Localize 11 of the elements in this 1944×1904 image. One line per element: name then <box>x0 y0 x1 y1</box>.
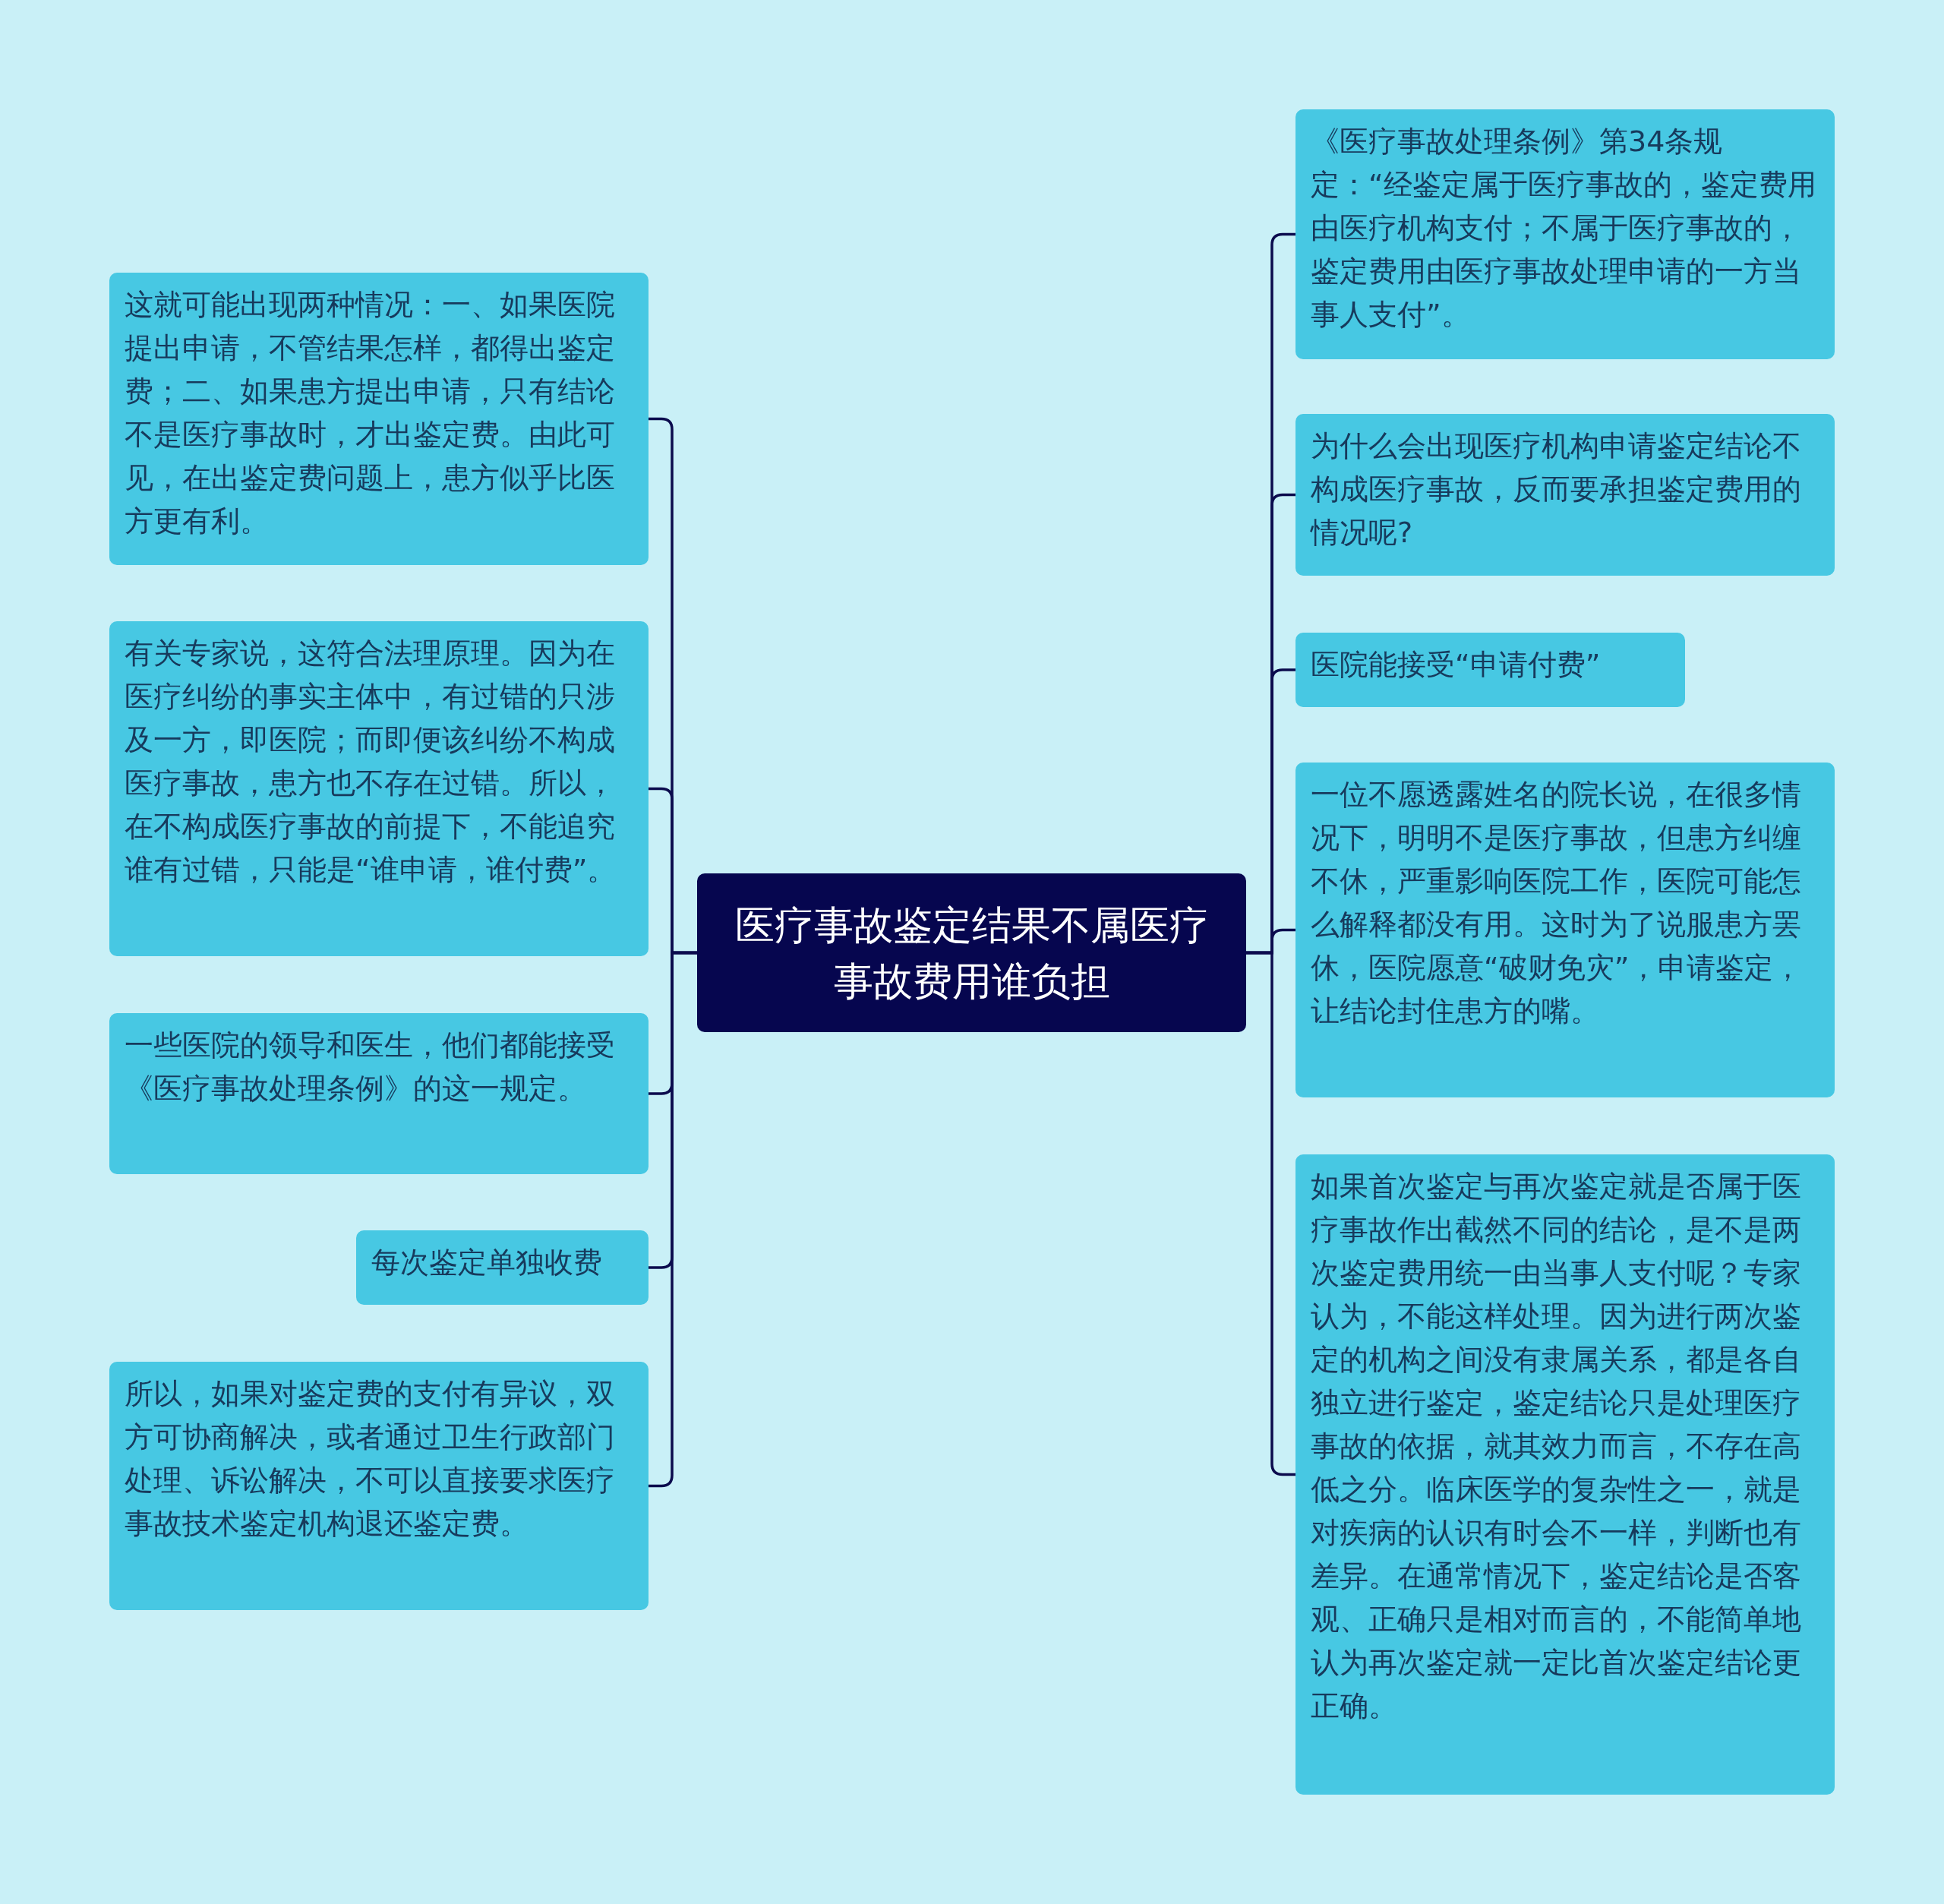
topic-box: 一位不愿透露姓名的院长说，在很多情况下，明明不是医疗事故，但患方纠缠不休，严重影响医院工作，医院可能怎么解释都没有用。这时为了说服患方罢休，医院愿意“破财免灾”，申请鉴定，让结论封住患方的嘴。 <box>1295 763 1835 1097</box>
topic-box: 《医疗事故处理条例》第34条规定：“经鉴定属于医疗事故的，鉴定费用由医疗机构支付；不属于医疗事故的，鉴定费用由医疗事故处理申请的一方当事人支付”。 <box>1295 109 1835 359</box>
topic-box: 为什么会出现医疗机构申请鉴定结论不构成医疗事故，反而要承担鉴定费用的情况呢? <box>1295 414 1835 576</box>
topic-box: 医院能接受“申请付费” <box>1295 633 1685 707</box>
topic-box: 有关专家说，这符合法理原理。因为在医疗纠纷的事实主体中，有过错的只涉及一方，即医院；而即便该纠纷不构成医疗事故，患方也不存在过错。所以，在不构成医疗事故的前提下，不能追究谁有过错，只能是“谁申请，谁付费”。 <box>109 621 649 956</box>
topic-box: 如果首次鉴定与再次鉴定就是否属于医疗事故作出截然不同的结论，是不是两次鉴定费用统一由当事人支付呢？专家认为，不能这样处理。因为进行两次鉴定的机构之间没有隶属关系，都是各自独立进行鉴定，鉴定结论只是处理医疗事故的依据，就其效力而言，不存在高低之分。临床医学的复杂性之一，就是对疾病的认识有时会不一样，判断也有差异。在通常情况下，鉴定结论是否客观、正确只是相对而言的，不能简单地认为再次鉴定就一定比首次鉴定结论更正确。 <box>1295 1154 1835 1795</box>
topic-box: 所以，如果对鉴定费的支付有异议，双方可协商解决，或者通过卫生行政部门处理、诉讼解决，不可以直接要求医疗事故技术鉴定机构退还鉴定费。 <box>109 1362 649 1610</box>
topic-box: 这就可能出现两种情况：一、如果医院提出申请，不管结果怎样，都得出鉴定费；二、如果患方提出申请，只有结论不是医疗事故时，才出鉴定费。由此可见，在出鉴定费问题上，患方似乎比医方更有利。 <box>109 273 649 565</box>
central-topic-box: 医疗事故鉴定结果不属医疗事故费用谁负担 <box>697 873 1246 1032</box>
topic-box: 一些医院的领导和医生，他们都能接受《医疗事故处理条例》的这一规定。 <box>109 1013 649 1174</box>
topic-box: 每次鉴定单独收费 <box>356 1230 649 1305</box>
